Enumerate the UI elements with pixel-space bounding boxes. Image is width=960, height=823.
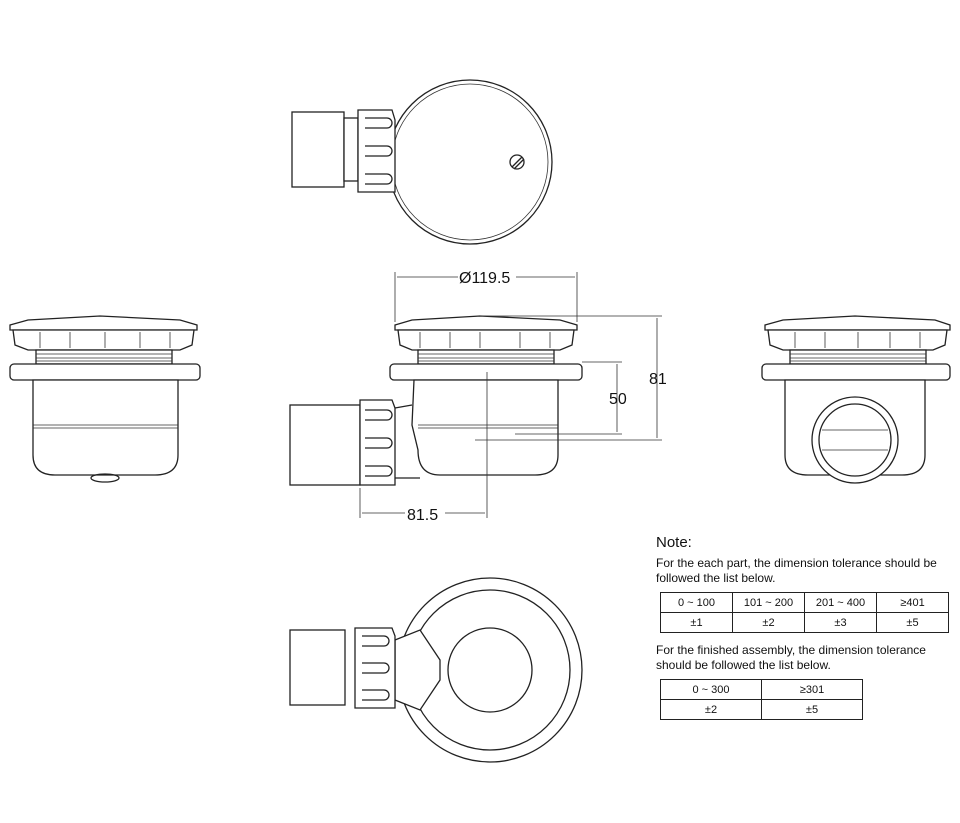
assembly-tolerance-text: For the finished assembly, the dimension… bbox=[656, 643, 926, 672]
table-row: ±1 ±2 ±3 ±5 bbox=[660, 612, 949, 633]
top-view bbox=[291, 79, 553, 245]
front-view: Ø119.5 81 50 81.5 bbox=[289, 270, 667, 524]
left-side-view bbox=[9, 315, 201, 483]
table-cell: 201 ~ 400 bbox=[804, 592, 877, 613]
bottom-view bbox=[289, 577, 583, 763]
table-cell: ±2 bbox=[732, 612, 805, 633]
table-cell: ±5 bbox=[876, 612, 949, 633]
table-cell: 0 ~ 300 bbox=[660, 679, 762, 700]
table-cell: ±2 bbox=[660, 699, 762, 720]
table-cell: ±5 bbox=[761, 699, 863, 720]
part-tolerance-text: For the each part, the dimension toleran… bbox=[656, 556, 937, 585]
table-row: ±2 ±5 bbox=[660, 699, 863, 720]
right-side-view bbox=[761, 315, 951, 484]
table-cell: 0 ~ 100 bbox=[660, 592, 733, 613]
table-row: 0 ~ 300 ≥301 bbox=[660, 679, 863, 700]
body-height-label: 50 bbox=[609, 391, 627, 408]
table-cell: ±3 bbox=[804, 612, 877, 633]
table-cell: ≥301 bbox=[761, 679, 863, 700]
tolerance-notes: Note: For the each part, the dimension t… bbox=[656, 534, 956, 730]
cap-diameter-label: Ø119.5 bbox=[459, 270, 510, 287]
part-tolerance-table: 0 ~ 100 101 ~ 200 201 ~ 400 ≥401 ±1 ±2 ±… bbox=[660, 592, 949, 633]
table-row: 0 ~ 100 101 ~ 200 201 ~ 400 ≥401 bbox=[660, 592, 949, 613]
notes-title: Note: bbox=[656, 534, 692, 551]
dimension-lines bbox=[359, 272, 662, 518]
total-height-label: 81 bbox=[649, 371, 667, 388]
table-cell: ≥401 bbox=[876, 592, 949, 613]
outlet-offset-label: 81.5 bbox=[407, 507, 438, 524]
assembly-tolerance-table: 0 ~ 300 ≥301 ±2 ±5 bbox=[660, 679, 863, 720]
table-cell: 101 ~ 200 bbox=[732, 592, 805, 613]
table-cell: ±1 bbox=[660, 612, 733, 633]
